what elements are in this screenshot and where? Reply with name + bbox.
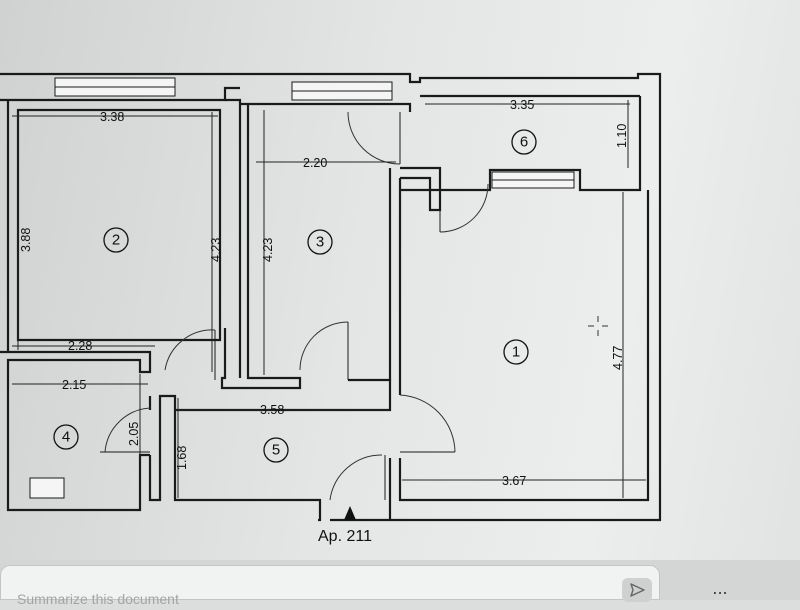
dim-room4-width: 2.15: [62, 378, 86, 392]
room-2-label: 2: [112, 232, 120, 249]
room-4-label: 4: [62, 429, 70, 446]
entrance-arrow-icon: [344, 506, 356, 520]
dim-room6-width: 3.35: [510, 98, 534, 112]
dim-room1-height: 4.77: [611, 346, 625, 370]
dim-room2-height: 3.88: [19, 228, 33, 252]
send-icon: [630, 583, 645, 597]
send-button[interactable]: [622, 578, 652, 602]
apartment-label: Ap. 211: [318, 528, 372, 545]
crosshair-cursor-icon: [588, 316, 608, 336]
room-1-label: 1: [512, 344, 520, 361]
summary-box: [0, 565, 660, 610]
dim-hall-width: 3.58: [260, 403, 284, 417]
dim-room3-width: 2.20: [303, 156, 327, 170]
dim-room4-height: 2.05: [127, 422, 141, 446]
dimension-lines: [12, 100, 646, 498]
dim-room1-width: 3.67: [502, 474, 526, 488]
window-room4: [29, 477, 65, 499]
summary-input[interactable]: [15, 588, 539, 610]
dimension-labels: 3.38 3.88 2.28 4.23 2.20 4.23 3.35 1.10 …: [19, 98, 629, 488]
room-labels: 1 2 3 4 5 6: [53, 129, 537, 463]
windows: [29, 77, 575, 499]
room-5-label: 5: [272, 442, 280, 459]
dim-room2-bottom: 2.28: [68, 339, 92, 353]
dim-room2-inner-height: 4.23: [209, 238, 223, 262]
room-6-label: 6: [520, 134, 528, 151]
room-3-label: 3: [316, 234, 324, 251]
walls: [0, 72, 662, 522]
dim-room2-width: 3.38: [100, 110, 124, 124]
more-options-button[interactable]: ...: [700, 578, 740, 598]
dim-room3-height: 4.23: [261, 238, 275, 262]
dim-room6-height: 1.10: [615, 124, 629, 148]
doors: [100, 111, 489, 501]
dim-hall-height: 1.68: [175, 446, 189, 470]
